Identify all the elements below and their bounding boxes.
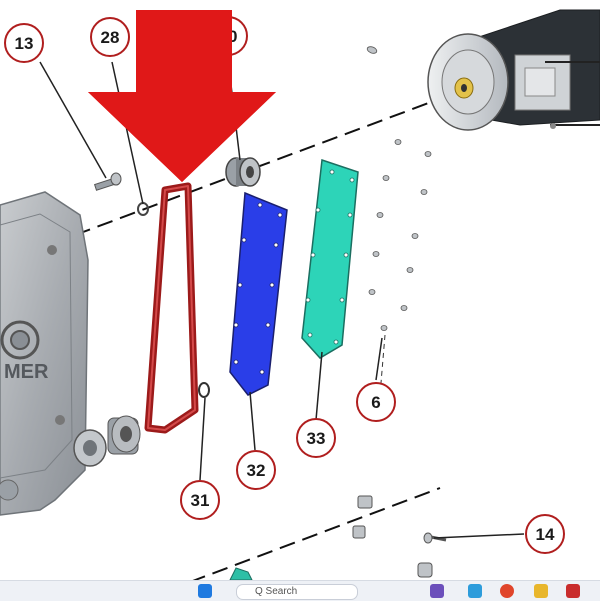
- os-taskbar: Q Search: [0, 580, 600, 601]
- gearbox-housing: MER: [0, 191, 89, 516]
- pulley-part-30: [225, 157, 261, 187]
- axis-line-lower: [189, 487, 441, 583]
- housing-brand-text: MER: [4, 361, 49, 383]
- callout-label-14: 14: [536, 525, 555, 544]
- files-icon[interactable]: [534, 584, 548, 598]
- chrome-icon[interactable]: [500, 584, 514, 598]
- screw-set-6: [366, 46, 432, 331]
- callout-label-32: 32: [247, 461, 266, 480]
- taskbar-search-box[interactable]: Q Search: [236, 584, 358, 600]
- bolt-part: [93, 172, 122, 191]
- app-icon[interactable]: [566, 584, 580, 598]
- callout-31: 31: [180, 480, 220, 520]
- pulley-assembly: [73, 415, 141, 467]
- callout-label-28: 28: [101, 28, 120, 47]
- callout-32: 32: [236, 450, 276, 490]
- windows-logo-icon[interactable]: [198, 584, 212, 598]
- callout-28: 28: [90, 17, 130, 57]
- callout-14: 14: [525, 514, 565, 554]
- callout-13: 13: [4, 23, 44, 63]
- callout-33: 33: [296, 418, 336, 458]
- axis-line-right: [379, 334, 386, 396]
- callout-label-31: 31: [191, 491, 210, 510]
- arrow-overlay: [88, 10, 276, 182]
- cover-teal-33: [301, 158, 359, 359]
- axis-line-upper: [74, 94, 451, 236]
- callout-6: 6: [356, 382, 396, 422]
- drive-belt: [144, 182, 199, 434]
- fastener-group-lower: [352, 495, 447, 578]
- circlip-part-31: [198, 382, 210, 398]
- callout-label-6: 6: [371, 393, 380, 412]
- callout-leaders: [39, 59, 525, 539]
- store-icon[interactable]: [468, 584, 482, 598]
- callout-label-33: 33: [307, 429, 326, 448]
- callout-label-13: 13: [15, 34, 34, 53]
- gasket-blue-32: [229, 191, 288, 396]
- bracket-part: [229, 567, 253, 581]
- taskbar-search-text: Q Search: [255, 586, 298, 597]
- electric-motor: [427, 9, 600, 131]
- browser-icon[interactable]: [430, 584, 444, 598]
